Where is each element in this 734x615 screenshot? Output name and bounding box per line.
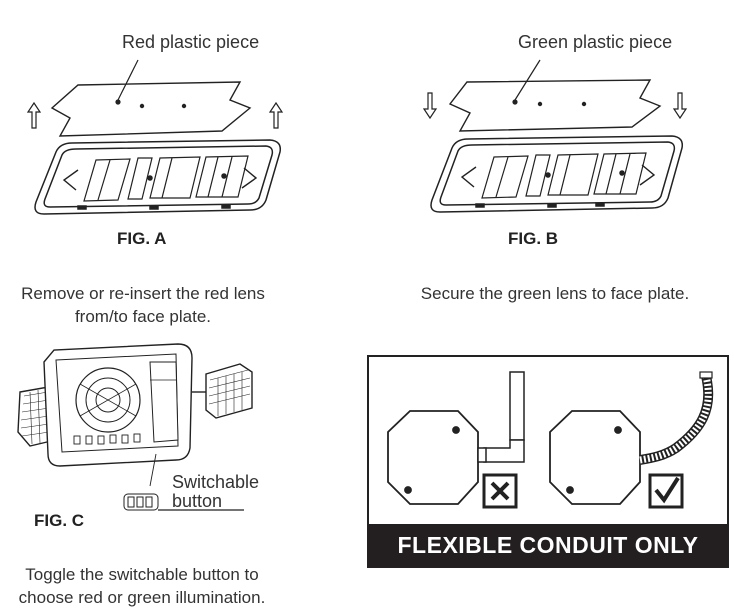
fig-a-caption-line1: Remove or re-insert the red lens: [21, 284, 265, 303]
fig-a-plastic-piece: [50, 81, 252, 137]
fig-a-callout-line: [115, 59, 187, 109]
fig-c-fixture: [17, 343, 253, 467]
rigid-junction-box: [387, 410, 479, 505]
fig-b-plastic-piece: [448, 79, 662, 132]
fig-c-caption-line2: choose red or green illumination.: [18, 588, 266, 607]
flexible-junction-box: [549, 410, 641, 505]
fig-a-caption-line2: from/to face plate.: [74, 307, 212, 326]
fig-b-down-arrow-right-icon: [672, 92, 688, 120]
fig-a-up-arrow-left-icon: [26, 101, 42, 129]
fig-a-up-arrow-right-icon: [268, 101, 284, 129]
rigid-conduit: [477, 371, 525, 463]
fig-c-callout-line1: Switchable: [172, 472, 260, 492]
conduit-panel-frame: [367, 355, 729, 568]
fig-b-label: FIG. B: [508, 229, 559, 248]
fig-a-caption: Remove or re-insert the red lens from/to…: [0, 282, 286, 328]
flexible-conduit: [639, 371, 714, 465]
fig-c-caption: Toggle the switchable button to choose r…: [0, 563, 284, 609]
cross-mark-icon: [482, 473, 518, 509]
check-mark-icon: [648, 473, 684, 509]
fig-b-face-plate: [430, 135, 684, 213]
fig-b-down-arrow-left-icon: [422, 92, 438, 120]
fig-a-callout: Red plastic piece: [122, 32, 260, 52]
flexible-conduit-banner: FLEXIBLE CONDUIT ONLY: [368, 524, 728, 567]
fig-a-label: FIG. A: [117, 229, 167, 248]
fig-c-switchable-button-detail: [123, 453, 244, 511]
fig-b-callout-line: [512, 59, 587, 107]
fig-a-face-plate: [34, 139, 282, 215]
fig-c-label: FIG. C: [34, 511, 85, 530]
fig-b-caption: Secure the green lens to face plate.: [420, 284, 690, 303]
fig-c-caption-line1: Toggle the switchable button to: [25, 565, 259, 584]
fig-b-callout: Green plastic piece: [518, 32, 673, 52]
fig-c-callout: Switchable button: [172, 473, 259, 511]
fig-c-callout-line2: button: [172, 491, 223, 511]
